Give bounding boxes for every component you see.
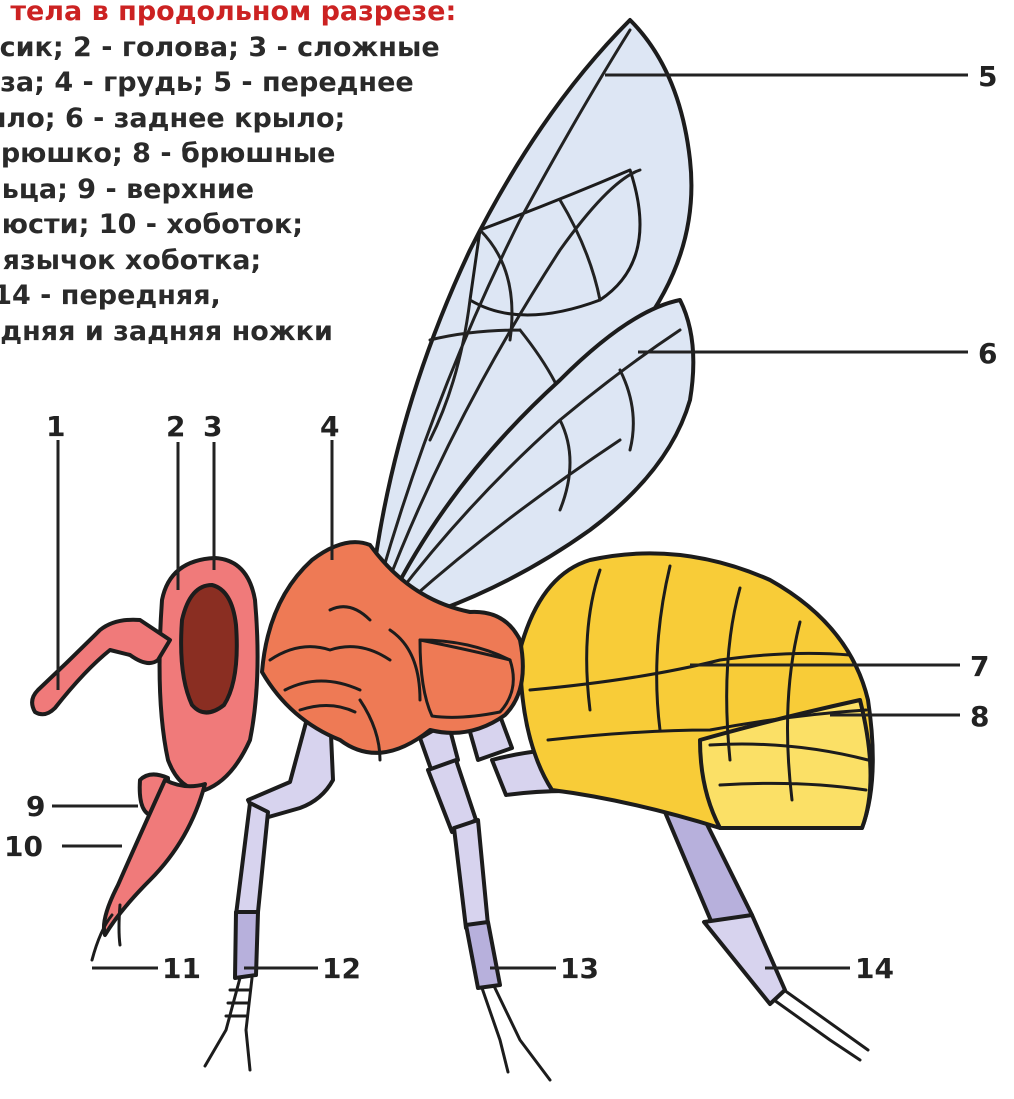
label-6: 6 bbox=[978, 337, 997, 370]
label-14: 14 bbox=[855, 952, 894, 985]
label-12: 12 bbox=[322, 952, 361, 985]
middle-leg-tibia bbox=[454, 820, 488, 928]
label-9: 9 bbox=[26, 790, 45, 823]
label-1: 1 bbox=[46, 410, 65, 443]
front-leg-claws bbox=[205, 978, 252, 1070]
middle-leg-claws bbox=[482, 986, 550, 1080]
label-11: 11 bbox=[162, 952, 201, 985]
hind-leg-claws bbox=[774, 990, 868, 1060]
label-2: 2 bbox=[166, 410, 185, 443]
label-5: 5 bbox=[978, 60, 997, 93]
label-13: 13 bbox=[560, 952, 599, 985]
label-7: 7 bbox=[970, 650, 989, 683]
label-8: 8 bbox=[970, 700, 989, 733]
hind-leg-basitarsus bbox=[704, 915, 785, 1004]
middle-leg-tarsus bbox=[466, 922, 500, 988]
front-leg-tibia bbox=[236, 803, 268, 915]
head bbox=[32, 558, 257, 960]
abdomen bbox=[520, 553, 873, 828]
label-4: 4 bbox=[320, 410, 339, 443]
compound-eye bbox=[181, 585, 237, 713]
label-10: 10 bbox=[4, 830, 43, 863]
label-3: 3 bbox=[203, 410, 222, 443]
antenna bbox=[32, 620, 170, 715]
